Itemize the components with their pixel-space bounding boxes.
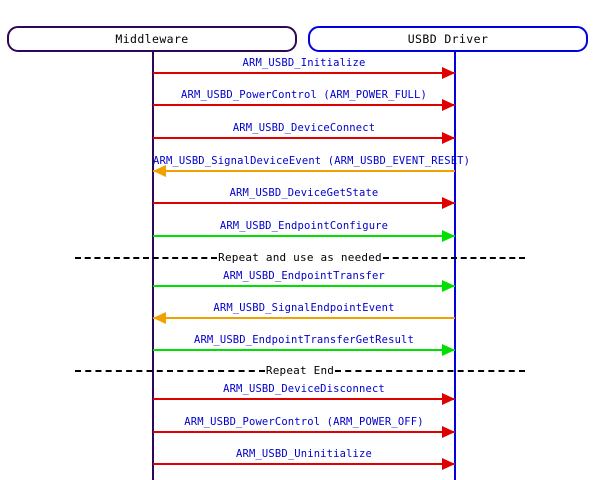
message-label: ARM_USBD_DeviceDisconnect: [223, 383, 385, 395]
message-label: ARM_USBD_PowerControl (ARM_POWER_FULL): [181, 89, 427, 101]
separator-dash-left: [75, 257, 218, 259]
message-label: ARM_USBD_SignalDeviceEvent (ARM_USBD_EVE…: [153, 155, 471, 167]
message-label: ARM_USBD_EndpointConfigure: [219, 220, 389, 232]
message-label: ARM_USBD_EndpointTransferGetResult: [193, 334, 415, 346]
arrowhead-right-icon: [442, 132, 455, 144]
arrowhead-right-icon: [442, 280, 455, 292]
arrowhead-left-icon: [153, 165, 166, 177]
participant-middleware[interactable]: Middleware: [7, 26, 297, 52]
message-line: [153, 202, 455, 204]
arrowhead-right-icon: [442, 67, 455, 79]
arrowhead-left-icon: [153, 312, 166, 324]
separator-dash-right: [382, 257, 525, 259]
separator: Repeat End: [75, 364, 526, 378]
message-line: [153, 431, 455, 433]
message-line: [153, 317, 455, 319]
arrowhead-right-icon: [442, 393, 455, 405]
message-line: [153, 285, 455, 287]
participant-label: USBD Driver: [407, 32, 489, 46]
message-line: [153, 72, 455, 74]
arrowhead-right-icon: [442, 458, 455, 470]
lifeline-middleware: [152, 52, 154, 480]
message-label: ARM_USBD_PowerControl (ARM_POWER_OFF): [184, 416, 424, 428]
message-label: ARM_USBD_Uninitialize: [236, 448, 372, 460]
message-line: [153, 235, 455, 237]
message-line: [153, 137, 455, 139]
message-label: ARM_USBD_Initialize: [242, 57, 366, 69]
participant-usbd_driver[interactable]: USBD Driver: [308, 26, 588, 52]
message-line: [153, 463, 455, 465]
participant-label: Middleware: [115, 32, 189, 46]
message-label: ARM_USBD_SignalEndpointEvent: [213, 302, 395, 314]
message-label: ARM_USBD_DeviceGetState: [229, 187, 379, 199]
arrowhead-right-icon: [442, 99, 455, 111]
separator-label: Repeat and use as needed: [217, 251, 383, 264]
message-line: [153, 170, 455, 172]
separator-dash-left: [75, 370, 265, 372]
message-line: [153, 104, 455, 106]
arrowhead-right-icon: [442, 344, 455, 356]
message-line: [153, 398, 455, 400]
separator-dash-right: [335, 370, 526, 372]
arrowhead-right-icon: [442, 197, 455, 209]
lifeline-usbd_driver: [454, 52, 456, 480]
message-line: [153, 349, 455, 351]
arrowhead-right-icon: [442, 230, 455, 242]
message-label: ARM_USBD_EndpointTransfer: [223, 270, 385, 282]
arrowhead-right-icon: [442, 426, 455, 438]
separator: Repeat and use as needed: [75, 251, 525, 265]
message-label: ARM_USBD_DeviceConnect: [232, 122, 376, 134]
separator-label: Repeat End: [264, 364, 336, 377]
